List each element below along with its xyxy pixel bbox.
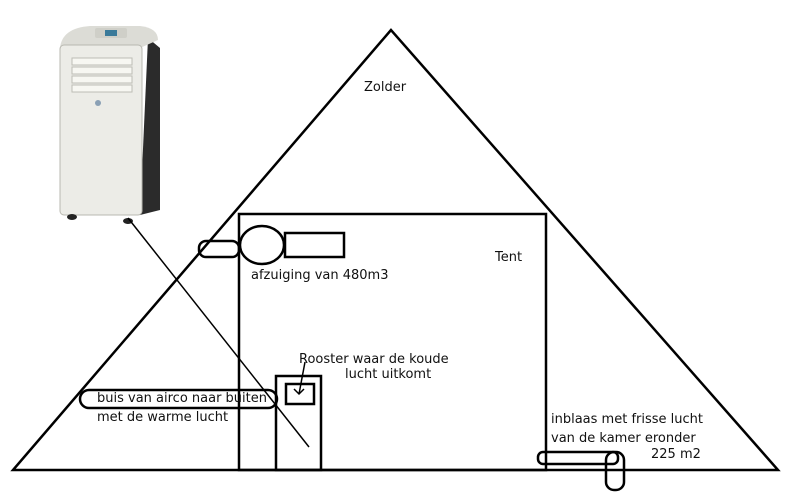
grille-pointer-line <box>298 361 306 395</box>
exhaust-duct-left <box>197 239 241 259</box>
fresh-air-intake-bend <box>604 450 626 492</box>
duct-label-line2: met de warme lucht <box>97 410 229 425</box>
grille-label-line2: lucht uitkomt <box>345 367 432 382</box>
exhaust-label: afzuiging van 480m3 <box>251 268 389 283</box>
tent-label: Tent <box>495 250 523 265</box>
warm-air-duct <box>78 388 279 410</box>
grille-arrow-icon <box>293 388 305 396</box>
grille-label-line1: Rooster waar de koude <box>299 352 449 367</box>
fresh-air-intake-duct <box>536 450 620 466</box>
intake-label-line1: inblaas met frisse lucht <box>551 412 703 427</box>
airco-vent-icon <box>71 57 133 93</box>
exhaust-filter <box>283 231 346 259</box>
intake-label-line3: 225 m2 <box>651 447 701 462</box>
exhaust-fan-icon <box>238 224 286 266</box>
attic-label: Zolder <box>364 80 407 95</box>
airco-connection-line <box>127 217 310 448</box>
portable-airco-unit <box>59 26 160 224</box>
tent-outline <box>237 212 548 472</box>
intake-label-line2: van de kamer eronder <box>551 431 696 446</box>
cold-air-grille-box <box>274 374 323 472</box>
cold-air-grille <box>284 382 316 406</box>
duct-label-line1: buis van airco naar buiten <box>97 391 267 406</box>
